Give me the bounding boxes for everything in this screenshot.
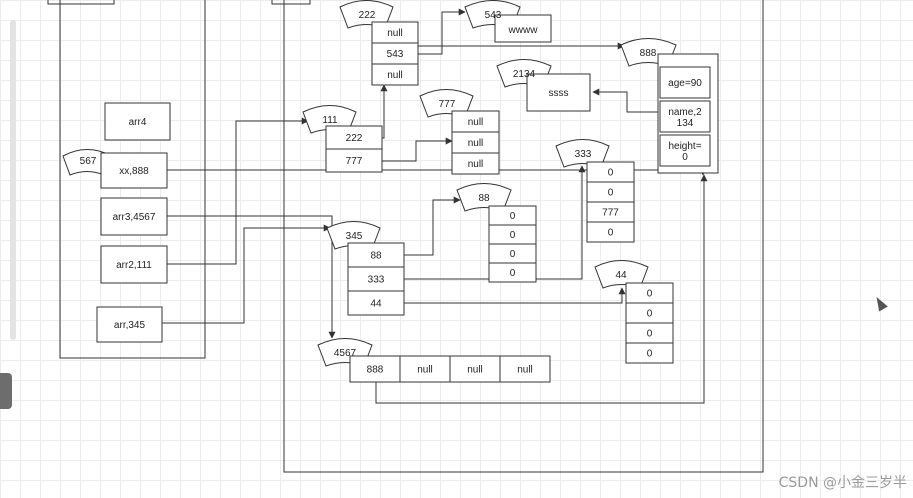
tag-333-label: 333 xyxy=(575,149,592,160)
watermark: CSDN @小金三岁半 xyxy=(778,475,907,491)
tag-888-label: 888 xyxy=(640,48,657,59)
arrow-222-543-to-543 xyxy=(418,8,466,55)
cell-888-0 xyxy=(659,66,711,99)
arrow-345-88-to-88 xyxy=(404,196,461,256)
cell-222-0-text: null xyxy=(387,28,403,39)
cell-111-0-text: 222 xyxy=(346,133,363,144)
cell-222-2 xyxy=(371,63,419,86)
cell-44-3 xyxy=(625,342,674,364)
arrow-345-333-to-333 xyxy=(404,165,586,280)
stack-frame xyxy=(47,0,206,359)
stack-variables: arr4 xx,888 arr3,4567 arr2,111 arr,345 xyxy=(96,102,171,343)
cell-777-0-text: null xyxy=(468,117,484,128)
var-xx: xx,888 xyxy=(119,166,149,177)
obj-2134-value: ssss xyxy=(549,88,569,99)
cell-88-3-text: 0 xyxy=(510,268,516,279)
cell-111-1 xyxy=(325,148,383,173)
var-arr: arr,345 xyxy=(114,320,146,331)
cell-333-2-text: 777 xyxy=(602,208,619,219)
tag-88-label: 88 xyxy=(478,193,490,204)
tag-345-label: 345 xyxy=(346,231,363,242)
tag-4567-label: 4567 xyxy=(334,348,357,359)
cell-4567-3-text: null xyxy=(517,365,533,376)
cell-88-3 xyxy=(488,262,537,283)
cell-44-1-text: 0 xyxy=(647,309,653,320)
cell-4567-2-text: null xyxy=(467,365,483,376)
cell-88-0-text: 0 xyxy=(510,211,516,222)
arrow-arr3-to-4567 xyxy=(167,215,336,339)
cell-222-2-text: null xyxy=(387,70,403,81)
arrow-111-222-to-222 xyxy=(380,84,388,139)
arrow-arr2-to-111 xyxy=(167,117,309,265)
address-tag-labels: 567 222 543 2134 888 777 111 333 88 345 44 4567 xyxy=(80,10,657,359)
cell-4567-3 xyxy=(499,355,551,383)
cell-4567-2 xyxy=(449,355,501,383)
cell-888-2 xyxy=(659,134,711,167)
side-panel-handle[interactable] xyxy=(0,373,12,409)
arrow-111-777-to-777 xyxy=(382,137,453,162)
cell-44-3-text: 0 xyxy=(647,349,653,360)
left-scroll-track[interactable] xyxy=(10,20,16,340)
tag-44-label: 44 xyxy=(615,270,627,281)
tag-567-label: 567 xyxy=(80,156,97,167)
cell-345-1-text: 333 xyxy=(368,275,385,286)
cell-222-1-text: 543 xyxy=(387,49,404,60)
heap-frame xyxy=(271,0,764,473)
cell-777-2 xyxy=(451,152,500,175)
cell-345-0-text: 88 xyxy=(370,251,382,262)
tag-222-label: 222 xyxy=(359,10,376,21)
cell-777-2-text: null xyxy=(468,159,484,170)
obj-543-value: wwww xyxy=(508,25,539,36)
cell-4567-1 xyxy=(399,355,451,383)
cell-111-1-text: 777 xyxy=(346,156,363,167)
arrow-arr-to-345 xyxy=(162,224,331,324)
array-cells: null 543 null 222 777 null null null age=90 name,… xyxy=(325,21,711,383)
var-arr2: arr2,111 xyxy=(116,260,152,271)
tag-111-label: 111 xyxy=(322,115,338,126)
cell-345-2 xyxy=(347,290,405,316)
cell-345-0 xyxy=(347,242,405,268)
arrow-888-name-to-2134 xyxy=(592,88,658,113)
cell-333-3 xyxy=(586,221,635,243)
cell-4567-0-text: 888 xyxy=(367,365,384,376)
var-arr4: arr4 xyxy=(129,117,147,128)
cell-345-1 xyxy=(347,266,405,292)
cell-44-0-text: 0 xyxy=(647,289,653,300)
cell-88-1-text: 0 xyxy=(510,230,516,241)
arrow-4567-888-to-888 xyxy=(375,174,708,404)
tag-543-label: 543 xyxy=(485,10,502,21)
tag-2134-label: 2134 xyxy=(513,69,536,80)
cell-4567-0 xyxy=(349,355,401,383)
cell-888-2-text: height=0 xyxy=(668,141,701,163)
cell-777-1-text: null xyxy=(468,138,484,149)
cell-88-2-text: 0 xyxy=(510,249,516,260)
cell-333-3-text: 0 xyxy=(608,228,614,239)
cell-888-1 xyxy=(659,100,711,133)
cell-345-2-text: 44 xyxy=(370,299,382,310)
arrow-345-44-to-44 xyxy=(404,287,626,304)
cell-333-0-text: 0 xyxy=(608,168,614,179)
cell-44-2-text: 0 xyxy=(647,329,653,340)
cell-888-0-text: age=90 xyxy=(668,78,702,89)
var-arr3: arr3,4567 xyxy=(113,212,156,223)
cell-4567-1-text: null xyxy=(417,365,433,376)
cell-333-1-text: 0 xyxy=(608,188,614,199)
tag-777-label: 777 xyxy=(439,99,456,110)
